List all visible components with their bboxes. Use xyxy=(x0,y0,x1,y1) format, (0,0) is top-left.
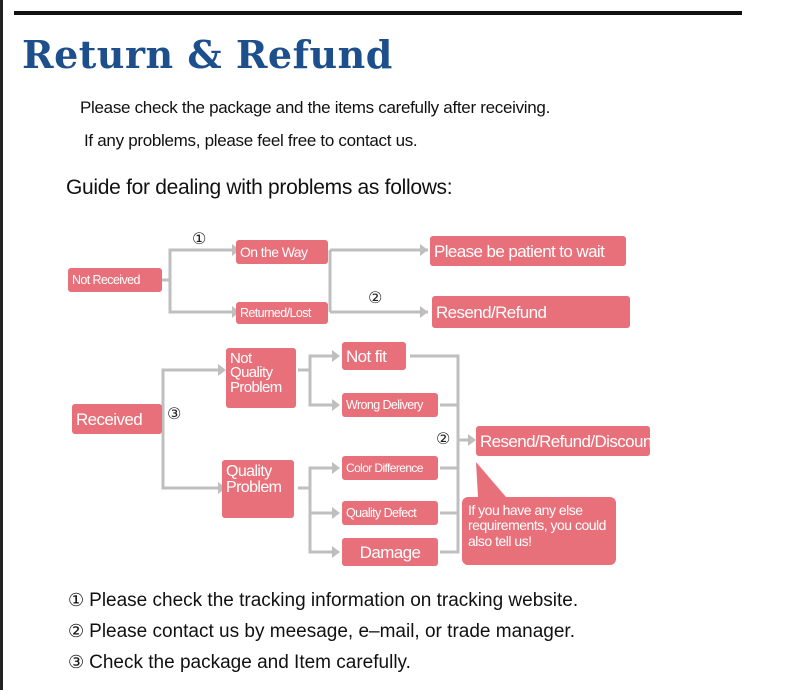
marker-3: ③ xyxy=(167,404,182,423)
box-wrong-delivery: Wrong Delivery xyxy=(342,393,438,417)
note-3-number: ③ xyxy=(68,652,85,673)
intro-line-2: If any problems, please feel free to con… xyxy=(84,131,418,150)
note-3-text: Check the package and Item carefully. xyxy=(89,652,411,673)
guide-heading: Guide for dealing with problems as follo… xyxy=(66,176,453,199)
box-received: Received xyxy=(72,404,162,434)
box-resend-refund-discount: Resend/Refund/Discount xyxy=(476,426,656,456)
intro-line-1: Please check the package and the items c… xyxy=(80,98,550,117)
note-2-text: Please contact us by meesage, e–mail, or… xyxy=(89,621,575,642)
note-1-number: ① xyxy=(68,590,85,611)
box-quality-problem: Quality Problem xyxy=(222,460,294,518)
note-1-text: Please check the tracking information on… xyxy=(89,590,579,611)
top-rule xyxy=(14,11,742,15)
note-2-number: ② xyxy=(68,621,85,642)
box-on-the-way: On the Way xyxy=(236,240,328,264)
note-bubble: If you have any else requirements, you c… xyxy=(462,497,616,565)
marker-1: ① xyxy=(192,229,207,248)
box-returned-lost: Returned/Lost xyxy=(236,302,328,324)
marker-2b: ② xyxy=(436,429,451,448)
box-not-quality-problem: Not Quality Problem xyxy=(226,348,296,408)
marker-2a: ② xyxy=(368,288,383,307)
box-be-patient: Please be patient to wait xyxy=(430,236,626,266)
page-title: Return & Refund xyxy=(22,32,393,77)
box-color-difference: Color Difference xyxy=(342,456,438,480)
box-quality-defect: Quality Defect xyxy=(342,501,438,525)
box-not-fit: Not fit xyxy=(342,342,406,370)
box-resend-refund: Resend/Refund xyxy=(432,296,630,328)
box-damage: Damage xyxy=(342,538,438,566)
box-not-received: Not Received xyxy=(68,268,162,292)
left-border xyxy=(0,0,3,690)
